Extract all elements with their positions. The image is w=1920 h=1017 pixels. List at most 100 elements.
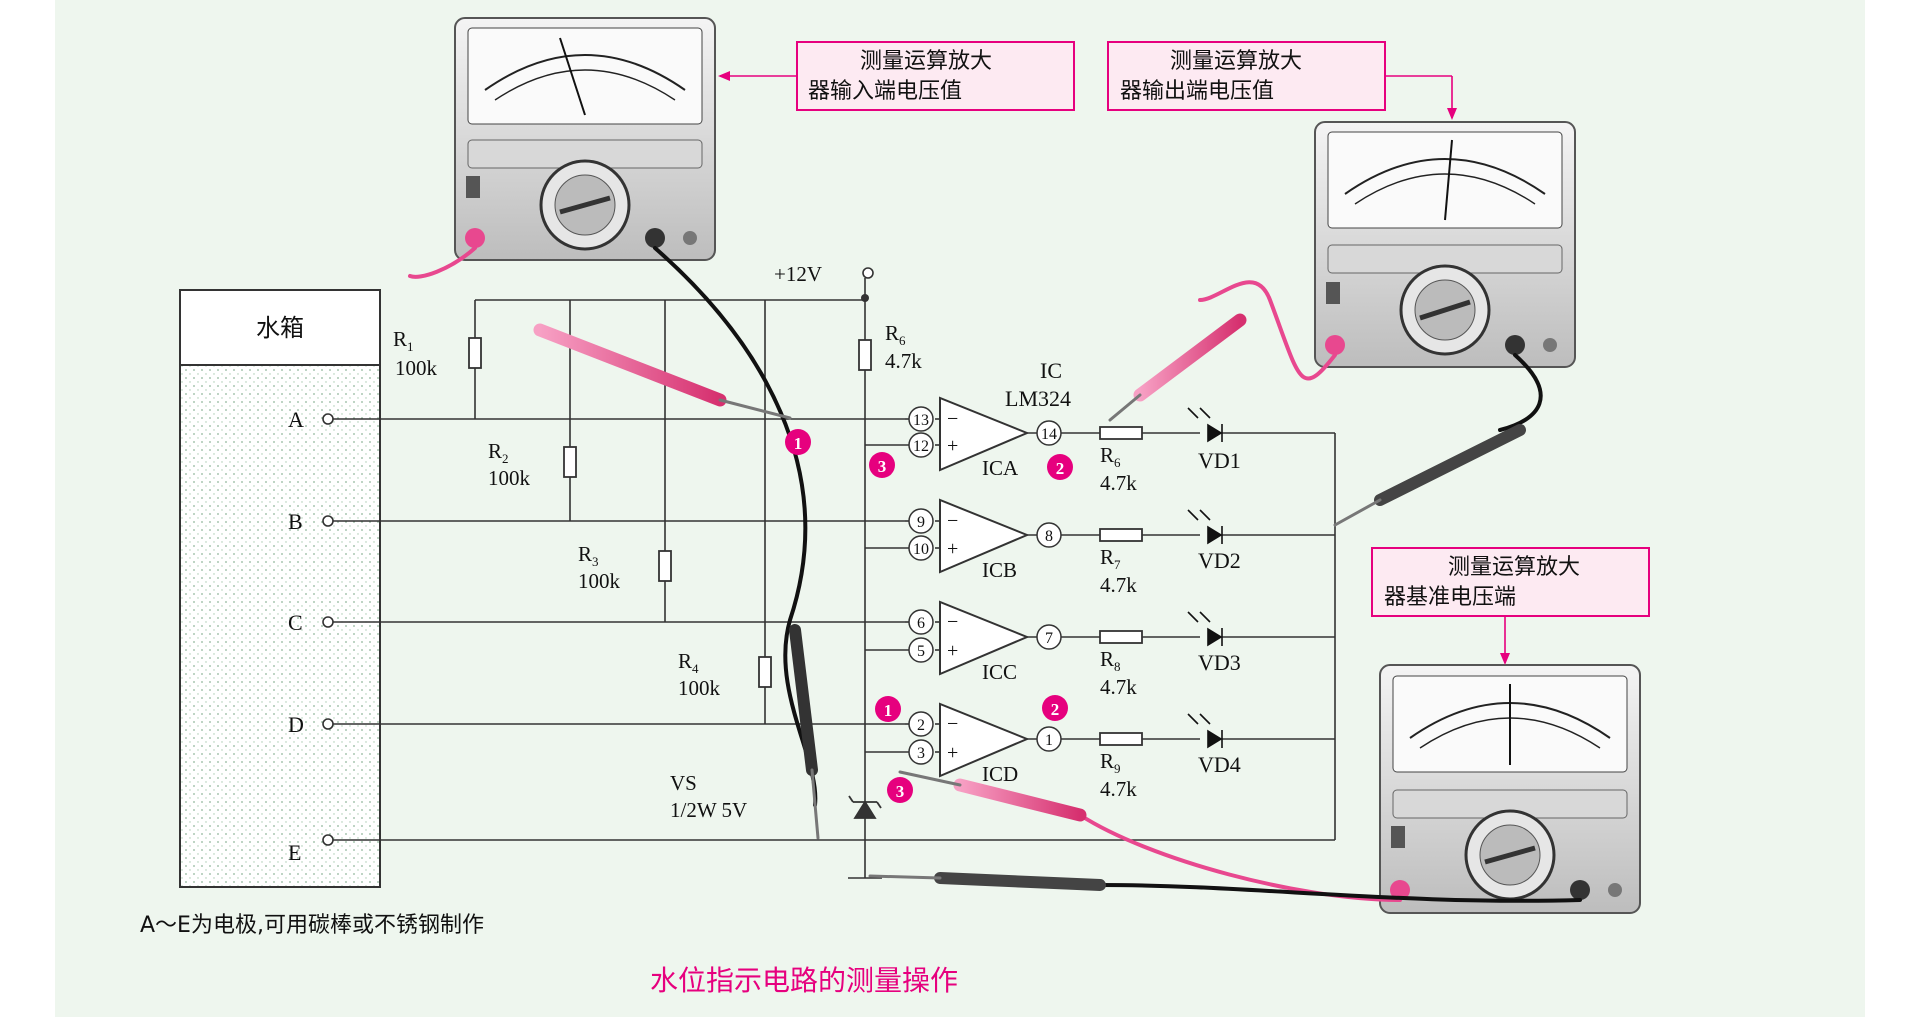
- r7-name: R: [1100, 545, 1114, 569]
- callout-reference: 测量运算放大 器基准电压端: [1371, 547, 1650, 665]
- r1-sub: 1: [407, 339, 414, 354]
- callout-input-line1: 测量运算放大: [860, 49, 992, 74]
- ica-pin-plus: 12: [913, 438, 929, 455]
- r6-out-value: 4.7k: [1100, 471, 1137, 495]
- r7-value: 4.7k: [1100, 573, 1137, 597]
- electrode-label-b: B: [288, 509, 303, 534]
- led-vd1: [1187, 407, 1223, 443]
- lead-output-black: [1498, 353, 1543, 432]
- marker-3-ica: 3: [869, 452, 895, 478]
- r2-sub: 2: [502, 451, 509, 466]
- output-resistor-labels: R6 4.7k R7 4.7k R8 4.7k R9 4.7k: [1100, 443, 1137, 801]
- led-vd3: [1187, 611, 1223, 647]
- led-vd4: [1187, 713, 1223, 749]
- led-symbols: [1187, 407, 1223, 749]
- probes: [533, 313, 1526, 891]
- ica-pin-out: 14: [1041, 426, 1057, 443]
- opamp-name-icb: ICB: [982, 558, 1017, 582]
- svg-text:R1: R1: [393, 327, 414, 354]
- pin-circles: [908, 406, 1062, 765]
- icb-pin-plus: 10: [913, 541, 929, 558]
- r8-name: R: [1100, 647, 1114, 671]
- ica-pin-minus: 13: [913, 412, 929, 429]
- icd-pin-plus: 3: [917, 745, 925, 762]
- caption: 水位指示电路的测量操作: [650, 964, 958, 997]
- footnote: A～E为电极,可用碳棒或不锈钢制作: [140, 913, 484, 938]
- r6-pullup-sub: 6: [899, 333, 906, 348]
- r6-out-name: R: [1100, 443, 1114, 467]
- marker-1-ica: 1: [785, 429, 811, 455]
- r9-value: 4.7k: [1100, 777, 1137, 801]
- r2-name: R: [488, 439, 502, 463]
- opamp-signs: − + − + − + − +: [947, 408, 958, 764]
- multimeter-reference: [1379, 664, 1641, 914]
- svg-text:1: 1: [794, 434, 803, 453]
- pin-numbers: 13 12 14 9 10 8 6 5 7 2 3 1: [913, 412, 1057, 762]
- opamp-name-icc: ICC: [982, 660, 1017, 684]
- electrode-label-c: C: [288, 610, 303, 635]
- ic-label-line1: IC: [1040, 358, 1062, 383]
- multimeter-output: [1314, 121, 1576, 368]
- svg-text:R4: R4: [678, 649, 699, 676]
- marker-1-icd: 1: [875, 696, 901, 722]
- callout-output: 测量运算放大 器输出端电压值: [1107, 41, 1457, 120]
- icb-minus-sign: −: [947, 510, 958, 532]
- step-markers: 1 2 3 1 2 3: [785, 429, 1073, 803]
- r3-value: 100k: [578, 569, 621, 593]
- svg-text:R6: R6: [1100, 443, 1121, 470]
- callout-output-line1: 测量运算放大: [1170, 49, 1302, 74]
- opamp-triangles: [939, 396, 1030, 778]
- icb-pin-out: 8: [1045, 528, 1053, 545]
- callout-ref-line1: 测量运算放大: [1448, 555, 1580, 580]
- icc-minus-sign: −: [947, 611, 958, 633]
- test-leads: [408, 246, 1582, 903]
- icd-pin-out: 1: [1045, 732, 1053, 749]
- icd-minus-sign: −: [947, 713, 958, 735]
- circuit-wires: [332, 278, 1336, 879]
- icb-pin-minus: 9: [917, 514, 925, 531]
- callout-output-line2: 器输出端电压值: [1120, 79, 1274, 104]
- r6-out-sub: 6: [1114, 455, 1121, 470]
- bias-resistor-labels: R1 100k R2 100k R3 100k R4 100k R6 4.7k: [393, 321, 922, 700]
- led-label-vd1: VD1: [1198, 448, 1241, 473]
- zener-label-line1: VS: [670, 771, 697, 795]
- icd-pin-minus: 2: [917, 717, 925, 734]
- r4-sub: 4: [692, 661, 699, 676]
- probe-input-red: [533, 323, 727, 407]
- icd-plus-sign: +: [947, 742, 958, 764]
- svg-text:R3: R3: [578, 542, 599, 569]
- opamp-name-ica: ICA: [982, 456, 1019, 480]
- opamp-ica: [939, 396, 1030, 472]
- r1-name: R: [393, 327, 407, 351]
- lead-output-red: [1198, 280, 1337, 381]
- probe-ref-black: [934, 872, 1106, 891]
- icb-plus-sign: +: [947, 538, 958, 560]
- resistor-r6-pullup: [858, 339, 872, 371]
- r4-name: R: [678, 649, 692, 673]
- resistor-r7: [1099, 528, 1143, 542]
- tank-title: 水箱: [256, 314, 304, 342]
- resistor-r3: [658, 550, 672, 582]
- zener-label-line2: 1/2W 5V: [670, 798, 747, 822]
- svg-text:R9: R9: [1100, 749, 1121, 776]
- marker-3-icd: 3: [887, 777, 913, 803]
- lead-input-red: [408, 246, 477, 279]
- resistor-r2: [563, 446, 577, 478]
- zener-diode: [848, 795, 882, 819]
- lead-ref-black: [1098, 883, 1582, 903]
- probe-input-black: [789, 624, 818, 776]
- opamp-names: ICA ICB ICC ICD: [982, 456, 1019, 786]
- supply-terminal: +12V: [774, 262, 874, 302]
- led-labels: VD1 VD2 VD3 VD4: [1198, 448, 1241, 777]
- icc-pin-out: 7: [1045, 630, 1053, 647]
- svg-text:2: 2: [1056, 459, 1065, 478]
- marker-2-ica: 2: [1047, 454, 1073, 480]
- bias-resistors: [468, 337, 872, 688]
- output-resistors: [1099, 426, 1143, 746]
- opamp-icb: [939, 498, 1030, 574]
- svg-text:3: 3: [896, 782, 905, 801]
- electrode-labels: A B C D E: [288, 407, 304, 865]
- multimeter-input: [454, 17, 716, 261]
